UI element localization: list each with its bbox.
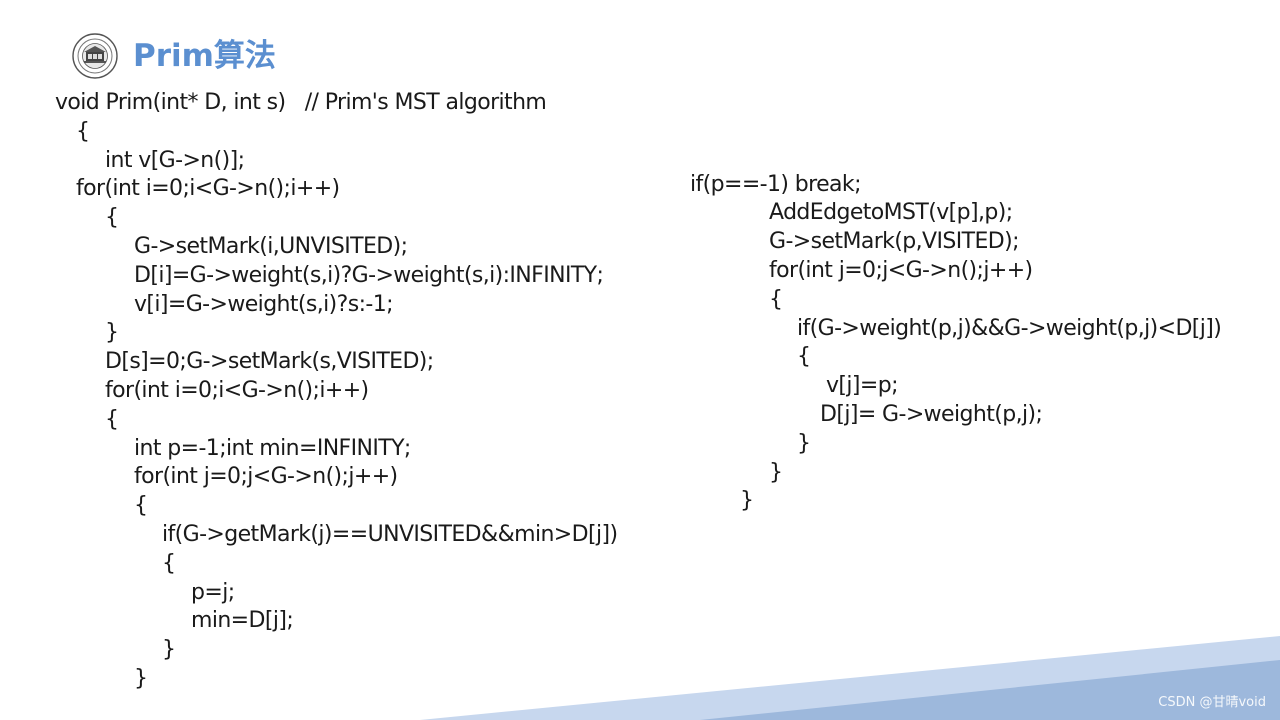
code-line: if(G->getMark(j)==UNVISITED&&min>D[j]) (162, 522, 618, 547)
code-line: } (162, 637, 176, 662)
code-line: { (134, 493, 148, 518)
watermark: CSDN @甘晴void (1158, 695, 1266, 710)
code-line: D[s]=0;G->setMark(s,VISITED); (105, 349, 434, 374)
code-line: } (769, 460, 783, 485)
code-line: void Prim(int* D, int s) // Prim's MST a… (55, 90, 547, 115)
code-line: { (162, 551, 176, 576)
code-line: D[i]=G->weight(s,i)?G->weight(s,i):INFIN… (134, 263, 604, 288)
code-line: } (134, 666, 148, 691)
band-light (420, 636, 1280, 720)
code-line: D[j]= G->weight(p,j); (820, 402, 1043, 427)
code-line: min=D[j]; (191, 608, 294, 633)
code-line: } (797, 431, 811, 456)
band-dark (700, 660, 1280, 720)
code-line: G->setMark(p,VISITED); (769, 229, 1020, 254)
code-line: p=j; (191, 580, 235, 605)
university-seal-icon (72, 33, 118, 79)
code-line: v[i]=G->weight(s,i)?s:-1; (134, 292, 394, 317)
code-line: for(int j=0;j<G->n();j++) (134, 464, 398, 489)
code-line: { (105, 205, 119, 230)
code-line: v[j]=p; (826, 373, 899, 398)
code-line: { (769, 287, 783, 312)
code-line: int p=-1;int min=INFINITY; (134, 436, 411, 461)
code-line: { (105, 407, 119, 432)
code-line: { (797, 344, 811, 369)
code-line: { (76, 119, 90, 144)
code-line: AddEdgetoMST(v[p],p); (769, 200, 1013, 225)
code-line: if(p==-1) break; (690, 172, 861, 197)
code-line: int v[G->n()]; (105, 148, 245, 173)
code-line: } (105, 320, 119, 345)
code-line: G->setMark(i,UNVISITED); (134, 234, 408, 259)
slide-title: Prim算法 (133, 38, 276, 74)
code-line: for(int i=0;i<G->n();i++) (105, 378, 369, 403)
code-line: } (740, 488, 754, 513)
code-line: for(int j=0;j<G->n();j++) (769, 258, 1033, 283)
code-line: for(int i=0;i<G->n();i++) (76, 176, 340, 201)
code-line: if(G->weight(p,j)&&G->weight(p,j)<D[j]) (797, 316, 1222, 341)
